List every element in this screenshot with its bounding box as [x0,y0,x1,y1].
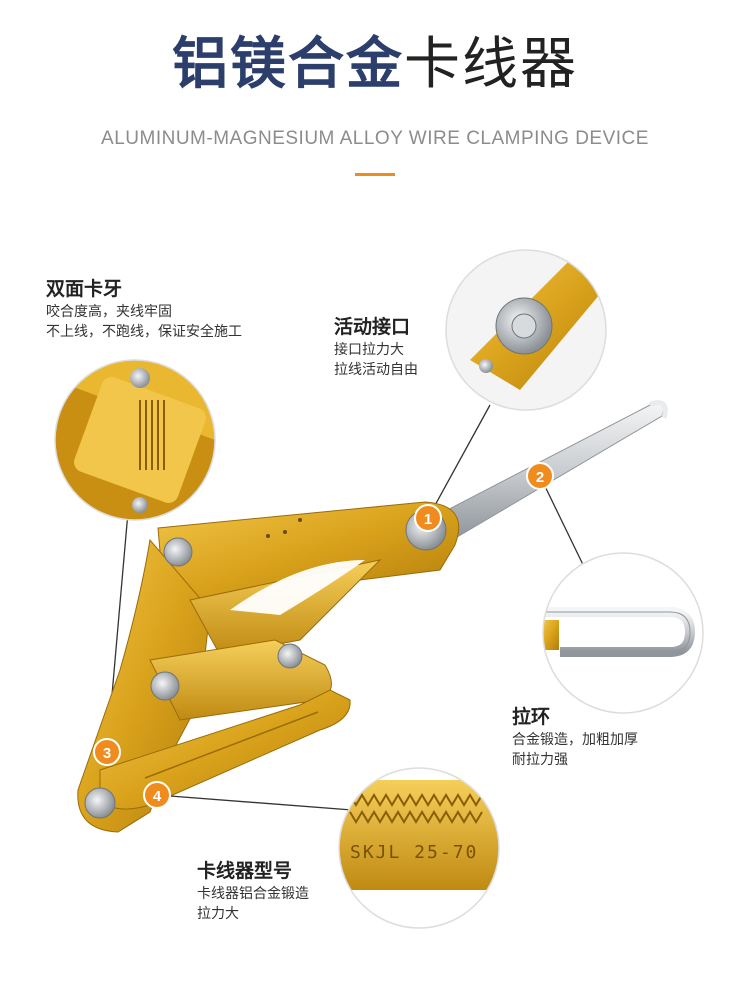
clamp-body [77,501,460,833]
callout-ring-title: 拉环 [512,706,551,728]
marker-2-label: 2 [536,469,544,486]
marker-2: 2 [526,462,554,490]
marker-3-label: 3 [103,745,111,762]
title-light: 卡线器 [404,32,578,97]
markers: 1 2 3 4 [93,462,554,809]
callout-joint-line-1: 接口拉力大 [334,342,404,358]
callout-model: 卡线器型号 卡线器铝合金锻造 拉力大 [197,858,309,924]
detail-joint [446,250,606,410]
callout-jaw-line-2: 不上线，不跑线，保证安全施工 [46,324,242,340]
callout-jaw-title: 双面卡牙 [46,278,123,300]
callout-joint-line-2: 拉线活动自由 [334,362,418,378]
title-bold: 铝镁合金 [172,32,404,97]
detail-ring [543,553,703,713]
marker-4-label: 4 [153,788,162,805]
page-subtitle: ALUMINUM-MAGNESIUM ALLOY WIRE CLAMPING D… [101,128,649,149]
callout-jaw: 双面卡牙 咬合度高，夹线牢固 不上线，不跑线，保证安全施工 [46,276,242,342]
callout-model-line-2: 拉力大 [197,906,239,922]
marker-1-label: 1 [424,511,432,528]
marker-4: 4 [143,781,171,809]
page-title: 铝镁合金卡线器 [0,30,750,100]
callout-model-title: 卡线器型号 [197,860,293,882]
callout-joint: 活动接口 接口拉力大 拉线活动自由 [334,314,418,380]
marker-1: 1 [414,504,442,532]
callout-joint-title: 活动接口 [334,316,411,338]
marker-3: 3 [93,738,121,766]
accent-divider [355,173,395,176]
callout-ring-line-1: 合金锻造，加粗加厚 [512,732,638,748]
callout-ring: 拉环 合金锻造，加粗加厚 耐拉力强 [512,704,638,770]
callout-model-line-1: 卡线器铝合金锻造 [197,886,309,902]
leader-lines [106,404,589,811]
detail-jaw [55,360,215,520]
callout-jaw-line-1: 咬合度高，夹线牢固 [46,304,172,320]
detail-model: SKJL 25-70 [339,768,499,928]
callout-ring-line-2: 耐拉力强 [512,752,568,768]
engraving-text: SKJL 25-70 [350,842,478,863]
